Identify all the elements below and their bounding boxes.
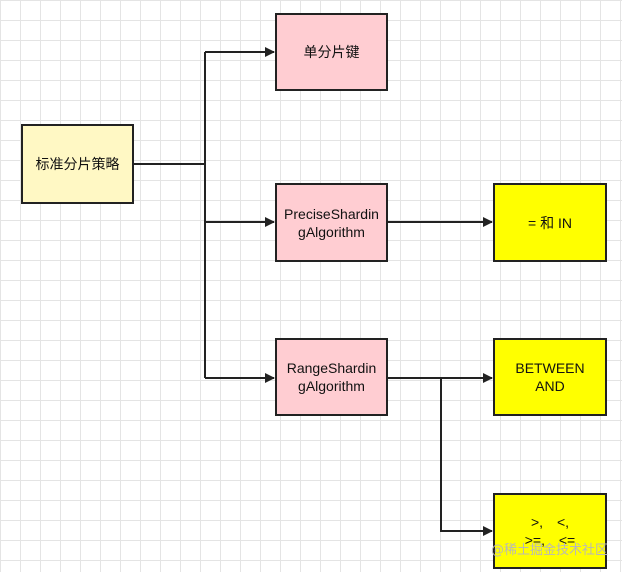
eq-in-label: = 和 IN xyxy=(528,214,572,231)
precise-sharding-node: PreciseShardingAlgorithm xyxy=(275,183,388,262)
watermark: @稀土掘金技术社区 xyxy=(490,543,608,558)
arrow-to-comparisons xyxy=(440,378,493,536)
single-key-label: 单分片键 xyxy=(303,44,360,60)
range-sharding-node: RangeShardingAlgorithm xyxy=(275,338,388,416)
between-and-node: BETWEEN AND xyxy=(493,338,607,416)
single-key-node: 单分片键 xyxy=(275,13,388,91)
range-sharding-label: RangeShardingAlgorithm xyxy=(286,360,377,394)
between-and-label: BETWEEN AND xyxy=(515,360,585,394)
comparisons-node: >, <, >=, <= xyxy=(493,493,607,569)
root-node: 标准分片策略 xyxy=(21,124,134,204)
comparisons-label: >, <, >=, <= xyxy=(524,514,576,548)
eq-in-node: = 和 IN xyxy=(493,183,607,262)
precise-sharding-label: PreciseShardingAlgorithm xyxy=(284,205,379,240)
root-node-label: 标准分片策略 xyxy=(35,156,120,172)
